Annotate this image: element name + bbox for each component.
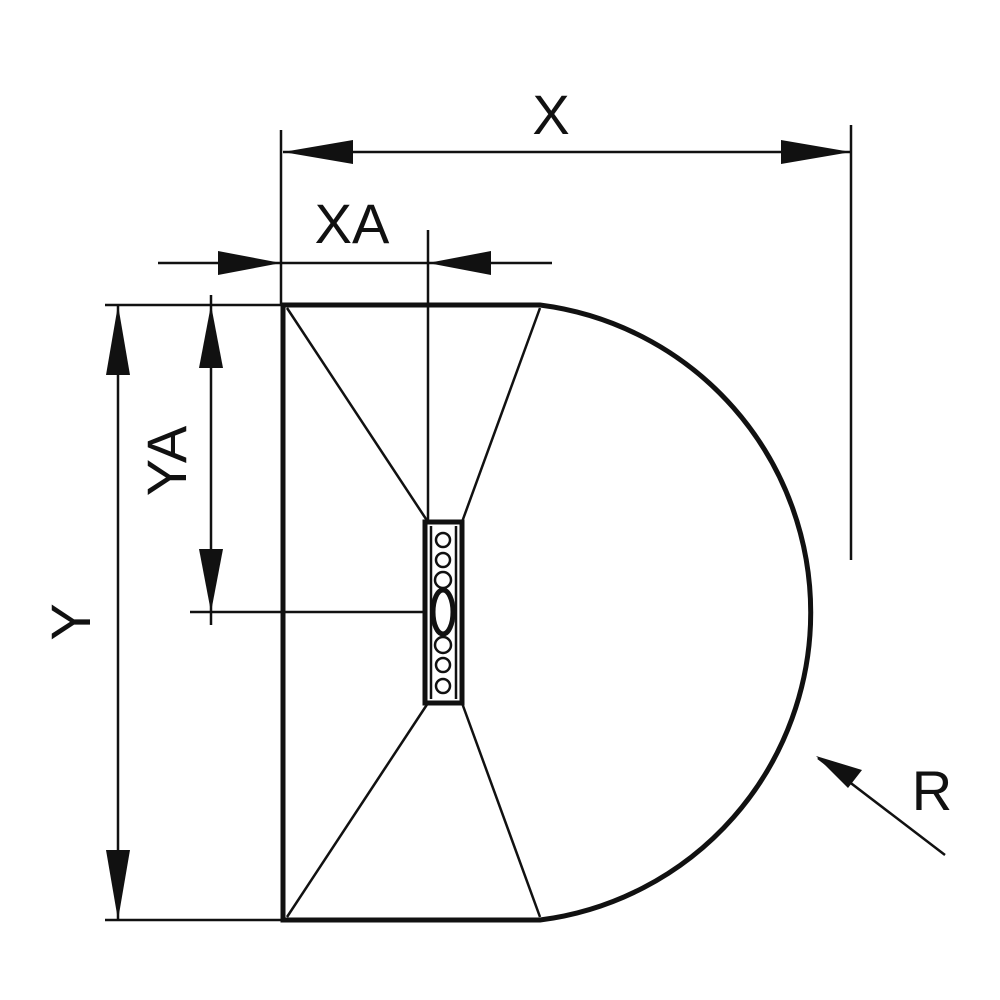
- slope-line-bottom-left: [285, 702, 430, 918]
- label-r: R: [912, 759, 952, 822]
- label-xa: XA: [315, 192, 390, 255]
- x-dimension: [283, 140, 851, 164]
- label-y: Y: [39, 603, 102, 640]
- label-ya: YA: [135, 425, 198, 496]
- drain-grate: [422, 519, 465, 706]
- tray-outline: [280, 302, 814, 923]
- slope-line-top-right: [460, 307, 542, 523]
- slope-line-top-left: [285, 307, 430, 523]
- xa-dimension: [158, 251, 552, 275]
- r-leader: [816, 756, 946, 856]
- label-x: X: [532, 83, 569, 146]
- slope-line-bottom-right: [460, 702, 542, 918]
- ya-dimension: [199, 295, 223, 625]
- y-dimension: [106, 305, 130, 920]
